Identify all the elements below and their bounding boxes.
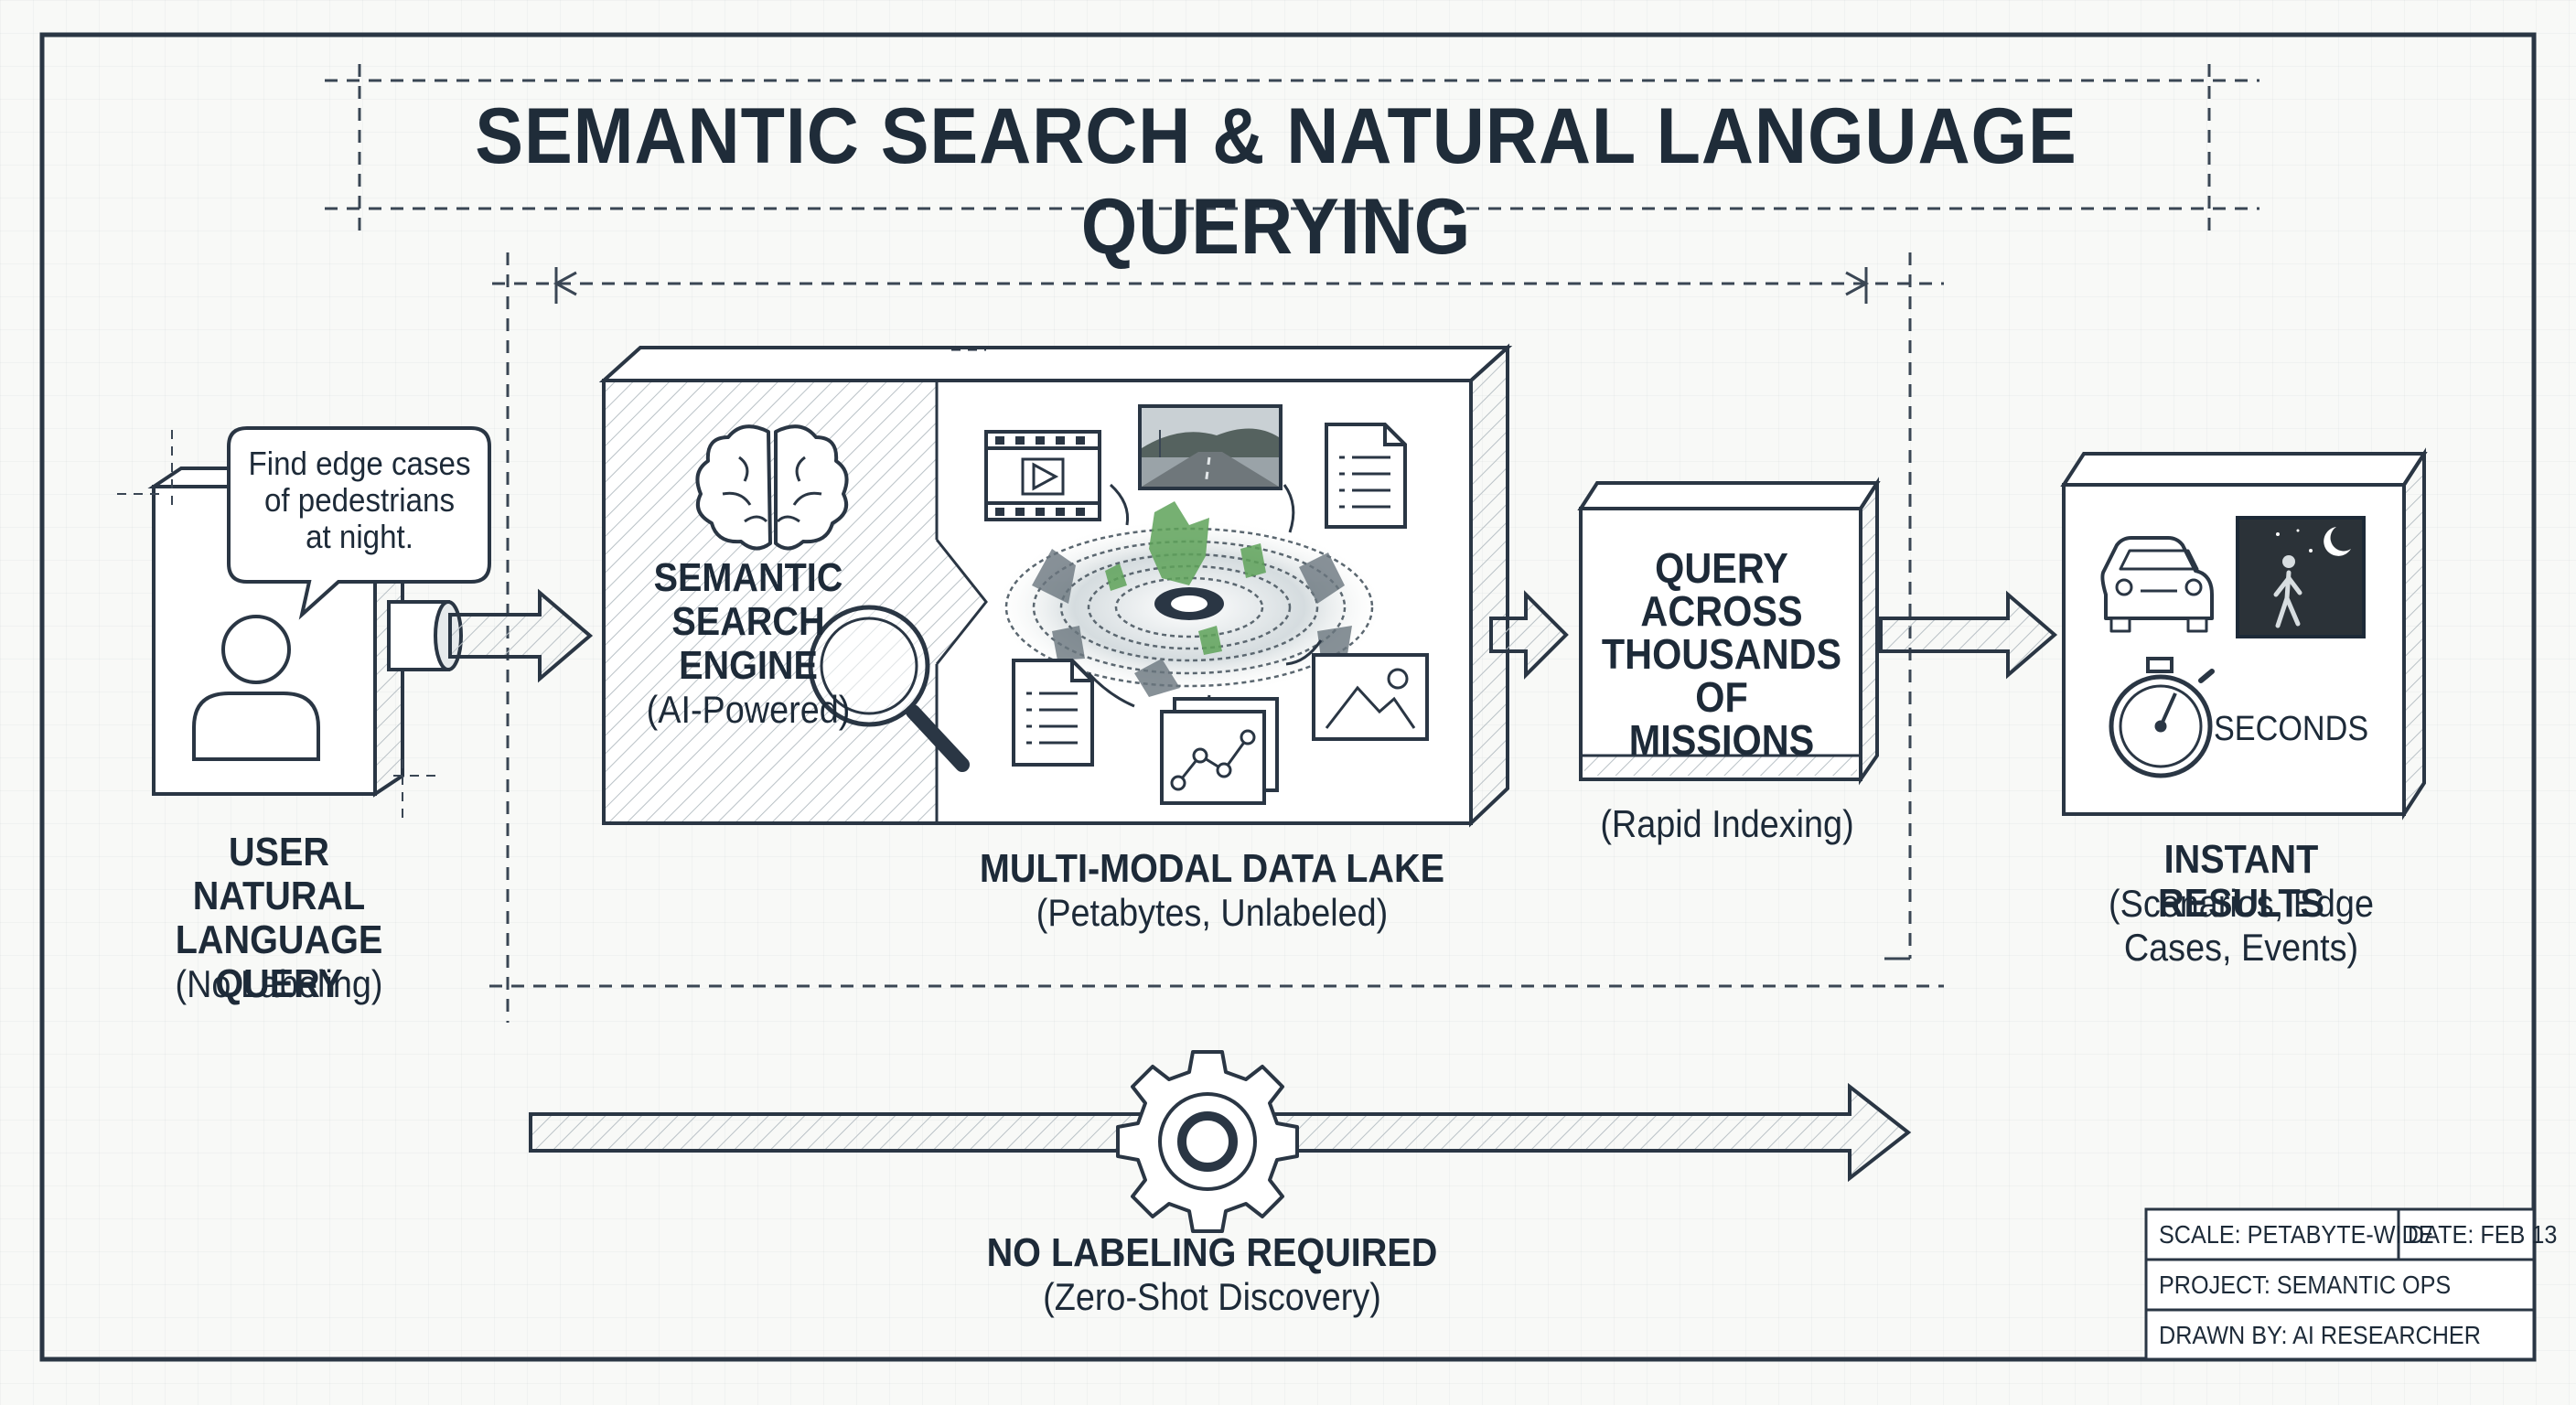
data-lake-sublabel: (Petabytes, Unlabeled)	[1036, 891, 1389, 934]
seconds-label: SECONDS	[2214, 710, 2369, 748]
document-icon-2	[1012, 659, 1094, 767]
title-frame	[325, 64, 2259, 236]
gear-icon	[1116, 1050, 1299, 1233]
night-pedestrian-icon	[2236, 516, 2366, 638]
stopwatch-icon	[2109, 657, 2215, 778]
document-icon-1	[1325, 423, 1407, 529]
results-sublabel: (Scenarios, Edge Cases, Events)	[2109, 882, 2374, 969]
user-avatar-icon	[192, 615, 320, 761]
data-lake-label: MULTI-MODAL DATA LAKE	[979, 846, 1445, 891]
page-title: SEMANTIC SEARCH & NATURAL LANGUAGE QUERY…	[475, 92, 2077, 271]
arrow-to-query	[1489, 590, 1569, 680]
brain-icon	[695, 424, 849, 551]
no-labeling-sublabel: (Zero-Shot Discovery)	[1043, 1275, 1381, 1318]
title-block-drawn-by: DRAWN BY: AI RESEARCHER	[2159, 1321, 2481, 1349]
results-label: INSTANT RESULTS	[2158, 837, 2324, 926]
video-file-icon	[984, 430, 1101, 521]
road-photo-image	[1138, 404, 1283, 490]
car-icon	[2100, 536, 2214, 633]
speech-bubble-text: Find edge cases of pedestrians at night.	[248, 445, 471, 555]
query-box-text: QUERY ACROSS THOUSANDS OF MISSIONS	[1601, 544, 1842, 764]
engine-label: SEMANTIC SEARCH ENGINE	[653, 555, 843, 688]
user-connector-arrow	[387, 588, 594, 683]
title-block-date: DATE: FEB 13	[2408, 1220, 2558, 1249]
arrow-to-results	[1879, 590, 2058, 680]
engine-sublabel: (AI-Powered)	[646, 688, 851, 731]
line-chart-icon	[1160, 697, 1279, 805]
lidar-point-cloud	[997, 501, 1381, 697]
no-labeling-label: NO LABELING REQUIRED	[986, 1230, 1438, 1275]
speech-bubble	[227, 426, 491, 620]
image-icon	[1312, 653, 1429, 741]
user-sublabel: (No Labeling)	[175, 962, 383, 1005]
title-block-scale: SCALE: PETABYTE-WIDE	[2159, 1220, 2434, 1249]
query-box	[1577, 477, 1881, 786]
query-sublabel: (Rapid Indexing)	[1600, 802, 1854, 845]
magnifier-icon	[808, 605, 970, 772]
title-block-project: PROJECT: SEMANTIC OPS	[2159, 1271, 2452, 1299]
outer-frame	[39, 32, 2537, 1362]
user-label: USER NATURAL LANGUAGE QUERY	[175, 830, 383, 1006]
title-block-frame	[2144, 1207, 2536, 1361]
